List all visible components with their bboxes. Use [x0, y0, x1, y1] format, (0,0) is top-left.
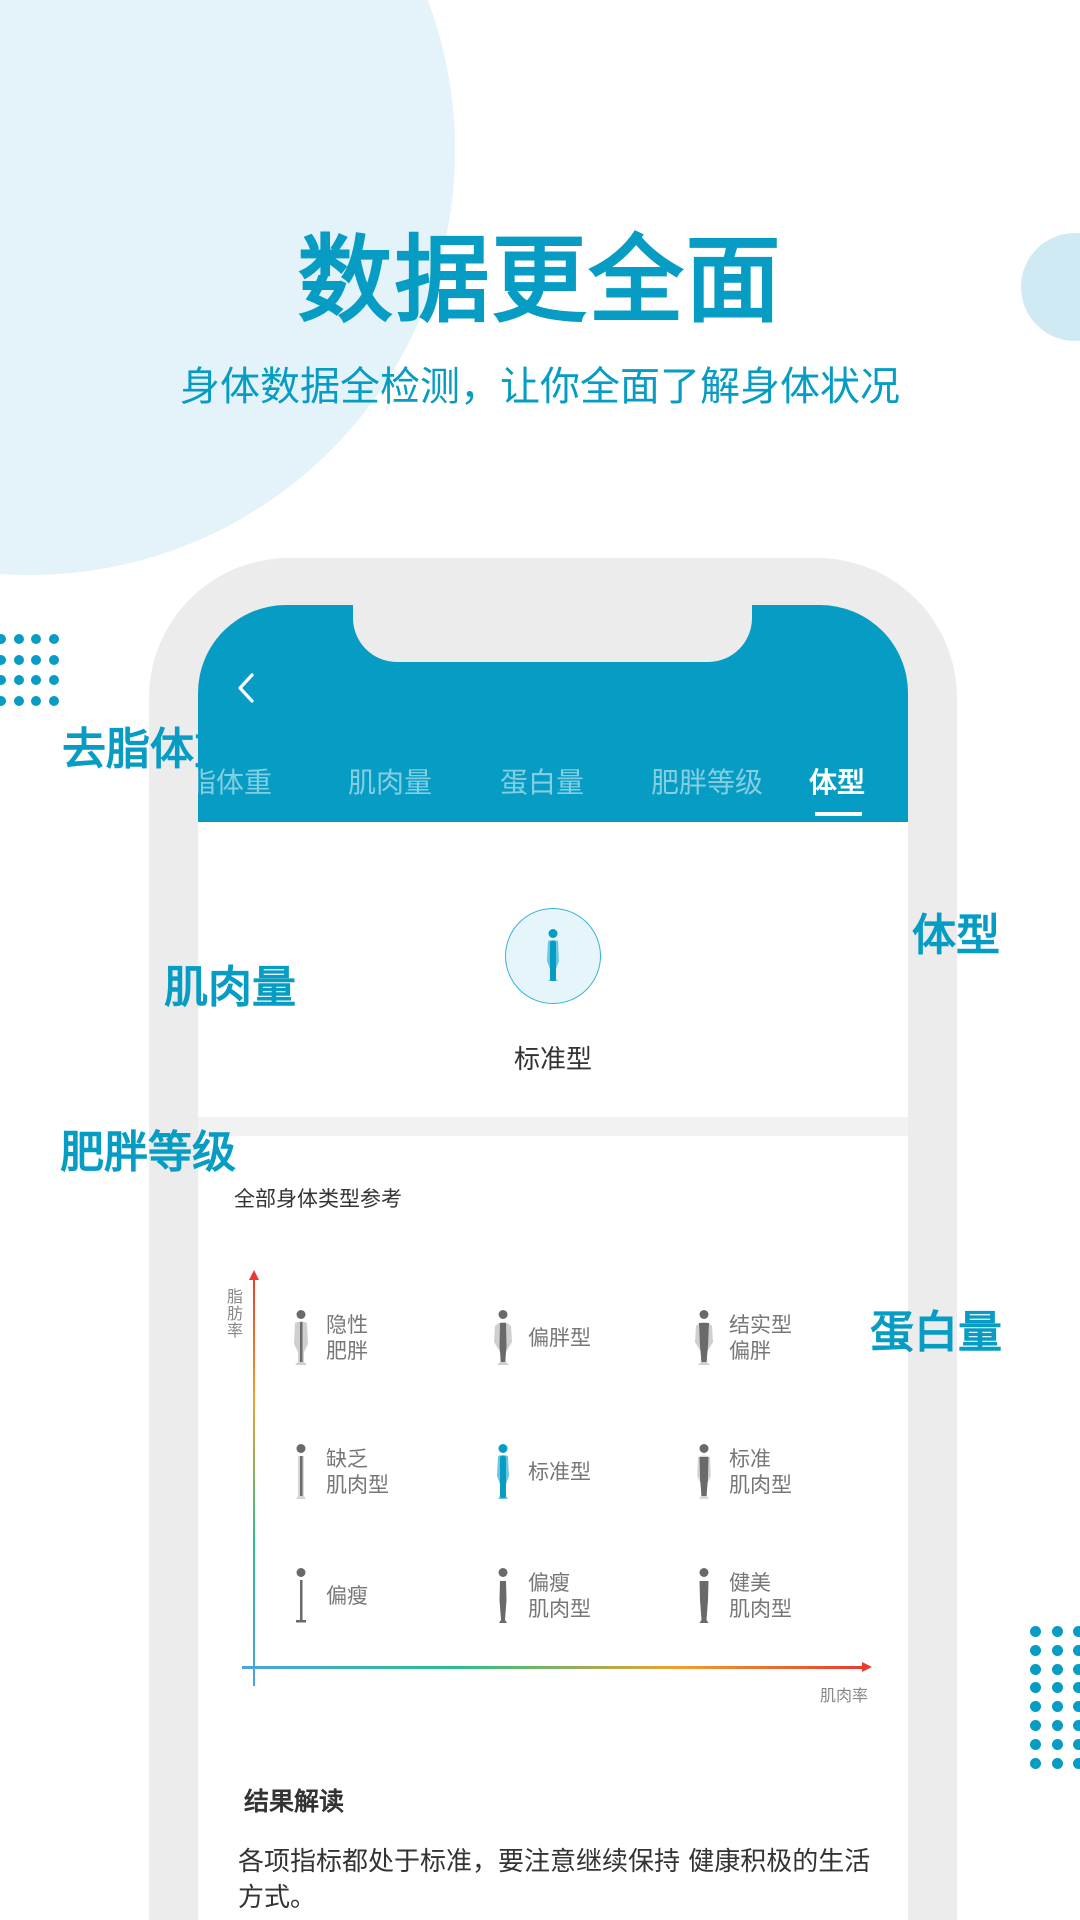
bodytype-result-label: 标准型 [513, 1045, 592, 1075]
tab-body-type[interactable]: 体型 [809, 766, 866, 799]
x-axis-arrow [862, 1662, 872, 1672]
bodytype-label: 隐性 肥胖 [326, 1313, 368, 1363]
y-axis-arrow [249, 1270, 259, 1280]
person-lean-muscle-icon [498, 1568, 508, 1623]
floating-label-body-type: 体型 [912, 910, 1000, 961]
decorative-dots-right [1030, 1626, 1080, 1769]
tab-lean-body-mass[interactable]: 去脂体重 [198, 766, 273, 799]
bodytype-cell-underweight: 偏瘦 [290, 1568, 490, 1628]
y-axis-label: 脂 肪 率 [226, 1287, 243, 1340]
phone-screen: 去脂体重 肌肉量 蛋白量 肥胖等级 体型 标准型 全部身体类型参考 脂 肪 率 … [198, 605, 908, 1920]
hero-title: 数据更全面 [297, 226, 783, 336]
bodytype-cell-lean-muscle: 偏瘦 肌肉型 [492, 1568, 692, 1628]
person-overweight-icon [494, 1310, 512, 1365]
bodytype-badge [505, 908, 601, 1004]
bodytype-cell-overweight: 偏胖型 [492, 1310, 692, 1370]
tab-muscle-mass[interactable]: 肌肉量 [348, 766, 433, 799]
floating-label-obesity-level: 肥胖等级 [60, 1127, 236, 1178]
reference-title: 全部身体类型参考 [234, 1187, 402, 1211]
bodytype-cell-solid-overweight: 结实型 偏胖 [693, 1310, 893, 1370]
bodytype-label: 结实型 偏胖 [729, 1313, 792, 1363]
app-header: 去脂体重 肌肉量 蛋白量 肥胖等级 体型 [198, 605, 908, 822]
person-standard-highlight-icon [497, 1444, 509, 1499]
bodytype-label: 偏胖型 [528, 1326, 591, 1350]
phone-notch [353, 605, 752, 662]
person-standard-muscle-icon [697, 1444, 711, 1499]
decorative-dots-left [0, 634, 59, 706]
person-solid-overweight-icon [695, 1310, 713, 1365]
bodytype-label: 标准 肌肉型 [729, 1447, 792, 1497]
bodytype-label: 偏瘦 肌肉型 [528, 1571, 591, 1621]
bodytype-label: 标准型 [528, 1460, 591, 1484]
floating-label-muscle-mass: 肌肉量 [164, 962, 296, 1013]
bodytype-reference-card: 全部身体类型参考 脂 肪 率 肌肉率 隐性 肥胖 偏胖型 结实型 偏胖 缺乏 肌… [198, 1136, 908, 1920]
chevron-left-icon [238, 673, 254, 703]
x-axis-label: 肌肉率 [820, 1686, 869, 1705]
person-underweight-icon [296, 1568, 306, 1623]
person-athletic-muscle-icon [699, 1568, 709, 1623]
bodytype-cell-hidden-obesity: 隐性 肥胖 [290, 1310, 490, 1370]
bodytype-cell-standard-muscle: 标准 肌肉型 [693, 1444, 893, 1504]
bodytype-cell-low-muscle: 缺乏 肌肉型 [290, 1444, 490, 1504]
bodytype-cell-standard: 标准型 [492, 1444, 692, 1504]
tab-bar: 去脂体重 肌肉量 蛋白量 肥胖等级 体型 [198, 753, 908, 822]
back-button[interactable] [228, 663, 264, 713]
tab-protein[interactable]: 蛋白量 [500, 766, 585, 799]
bodytype-label: 偏瘦 [326, 1584, 368, 1608]
person-hidden-obesity-icon [294, 1310, 308, 1365]
person-low-muscle-icon [296, 1444, 306, 1499]
result-title: 结果解读 [244, 1787, 345, 1816]
y-axis [253, 1276, 255, 1686]
person-standard-icon [547, 929, 559, 981]
current-bodytype-card: 标准型 [198, 822, 908, 1117]
bodytype-label: 缺乏 肌肉型 [326, 1447, 389, 1497]
bodytype-cell-athletic-muscle: 健美 肌肉型 [693, 1568, 893, 1628]
hero-subtitle: 身体数据全检测，让你全面了解身体状况 [180, 364, 900, 410]
result-text: 各项指标都处于标准，要注意继续保持 健康积极的生活方式。 [238, 1847, 871, 1913]
tab-obesity-level[interactable]: 肥胖等级 [651, 766, 764, 799]
bodytype-label: 健美 肌肉型 [729, 1571, 792, 1621]
floating-label-lean-body-mass: 去脂体重 [62, 724, 238, 775]
x-axis [242, 1666, 864, 1669]
active-tab-indicator [815, 812, 862, 816]
floating-label-protein: 蛋白量 [870, 1307, 1002, 1358]
